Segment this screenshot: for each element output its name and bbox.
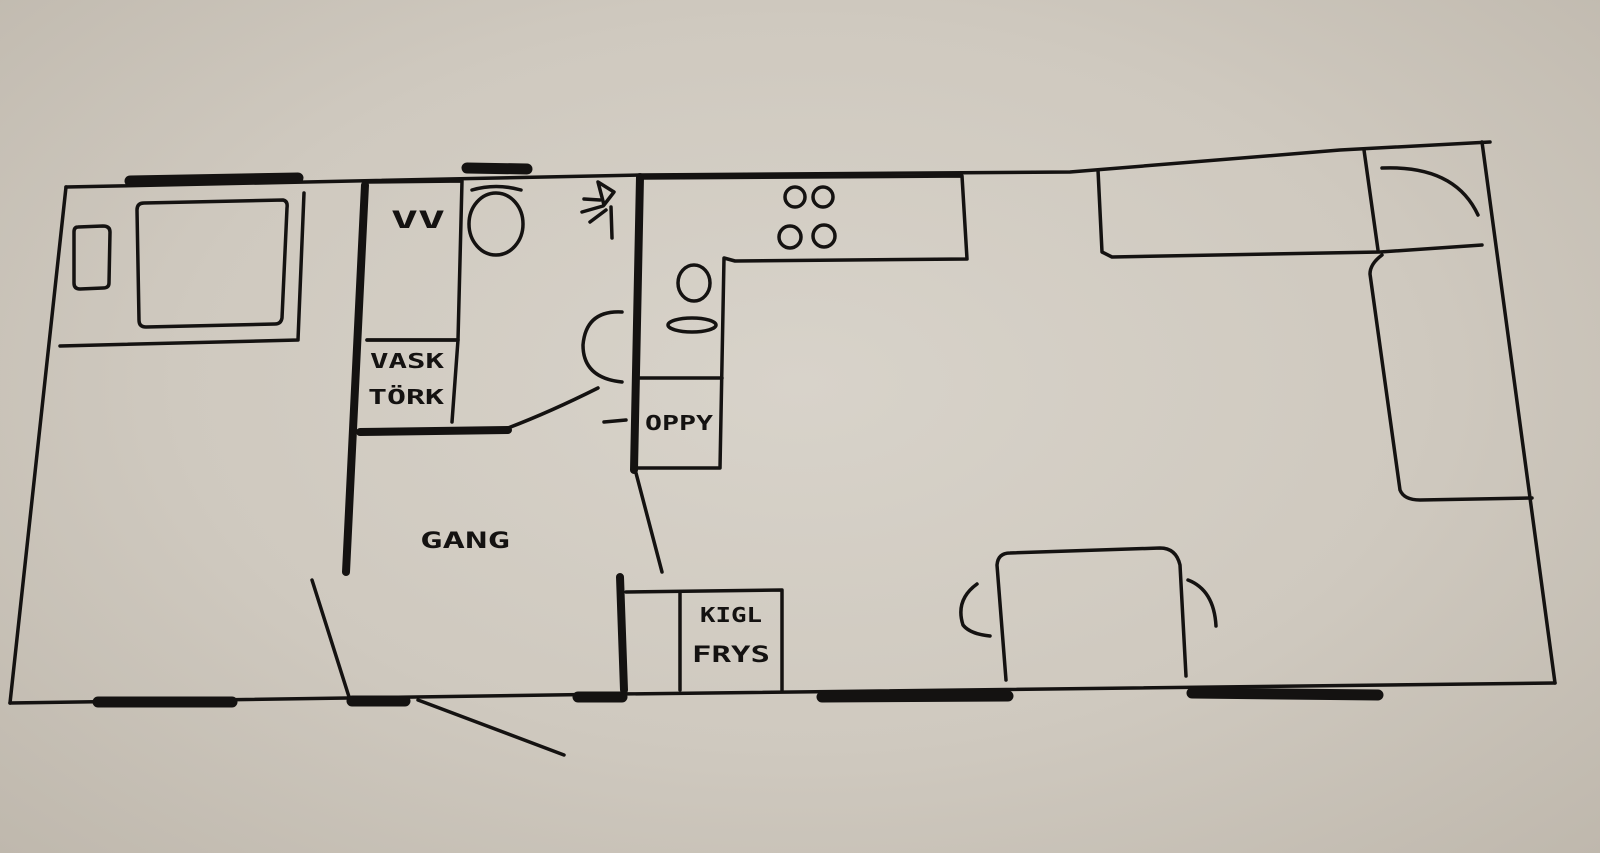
- label-dryer: TÖRK: [368, 385, 444, 409]
- stove-burner: [811, 223, 837, 249]
- entrance-door: [416, 698, 566, 757]
- window-bottom-living: [816, 690, 1014, 703]
- bed-mattress: [135, 198, 289, 329]
- top-wall: [64, 140, 1492, 189]
- bathroom-sink: [581, 310, 624, 384]
- dining-table: [995, 546, 1188, 682]
- bathroom: [365, 179, 624, 424]
- label-water-heater: VV: [391, 206, 445, 234]
- left-wall: [8, 185, 68, 705]
- stove-icon: [777, 185, 837, 250]
- stove-burner: [777, 224, 803, 250]
- label-hallway: GANG: [420, 529, 510, 554]
- laundry-cabinet: [365, 338, 460, 424]
- sofa-back-section: [1096, 168, 1484, 259]
- sofa-side-section: [1368, 253, 1534, 502]
- room-labels: VV VASK TÖRK OPPY GANG KIGL FRYS: [368, 206, 770, 668]
- kitchen: [624, 174, 969, 692]
- bedroom-door: [310, 578, 352, 702]
- bed-frame: [58, 191, 306, 348]
- label-closet: OPPY: [645, 411, 713, 435]
- kitchen-sink: [666, 263, 718, 334]
- bedroom-furniture: [58, 191, 306, 348]
- right-wall: [1480, 140, 1557, 685]
- bedroom-partition-wall: [342, 181, 369, 576]
- interior-walls: [310, 173, 664, 757]
- window-top-bedroom: [124, 172, 304, 187]
- fridge-wall: [616, 573, 628, 694]
- door-stub: [602, 418, 628, 424]
- fridge-cabinet: [624, 588, 784, 692]
- water-heater-cabinet: [365, 179, 464, 342]
- dining-chair-left: [959, 582, 992, 638]
- toilet-tank: [470, 184, 523, 192]
- stove-burner: [811, 185, 835, 209]
- sofa-corner-cushion: [1380, 166, 1480, 217]
- living-room: [959, 148, 1534, 682]
- laundry-wall: [356, 426, 512, 436]
- window-bottom-right: [1186, 687, 1384, 701]
- window-top-bathroom: [461, 162, 533, 175]
- label-freezer: FRYS: [692, 643, 770, 668]
- stove-burner: [783, 185, 807, 209]
- bathroom-kitchen-wall: [630, 173, 644, 474]
- shower-icon: [580, 180, 616, 240]
- label-fridge: KIGL: [700, 603, 762, 627]
- kitchen-counter: [634, 174, 969, 470]
- bathroom-door: [506, 386, 600, 430]
- sofa-corner-divider: [1362, 148, 1380, 252]
- label-washer: VASK: [370, 349, 444, 373]
- dining-chair-right: [1186, 578, 1218, 628]
- toilet-bowl: [467, 191, 525, 257]
- kitchen-door: [634, 471, 664, 574]
- nightstand: [72, 224, 112, 291]
- windows: [92, 162, 1384, 708]
